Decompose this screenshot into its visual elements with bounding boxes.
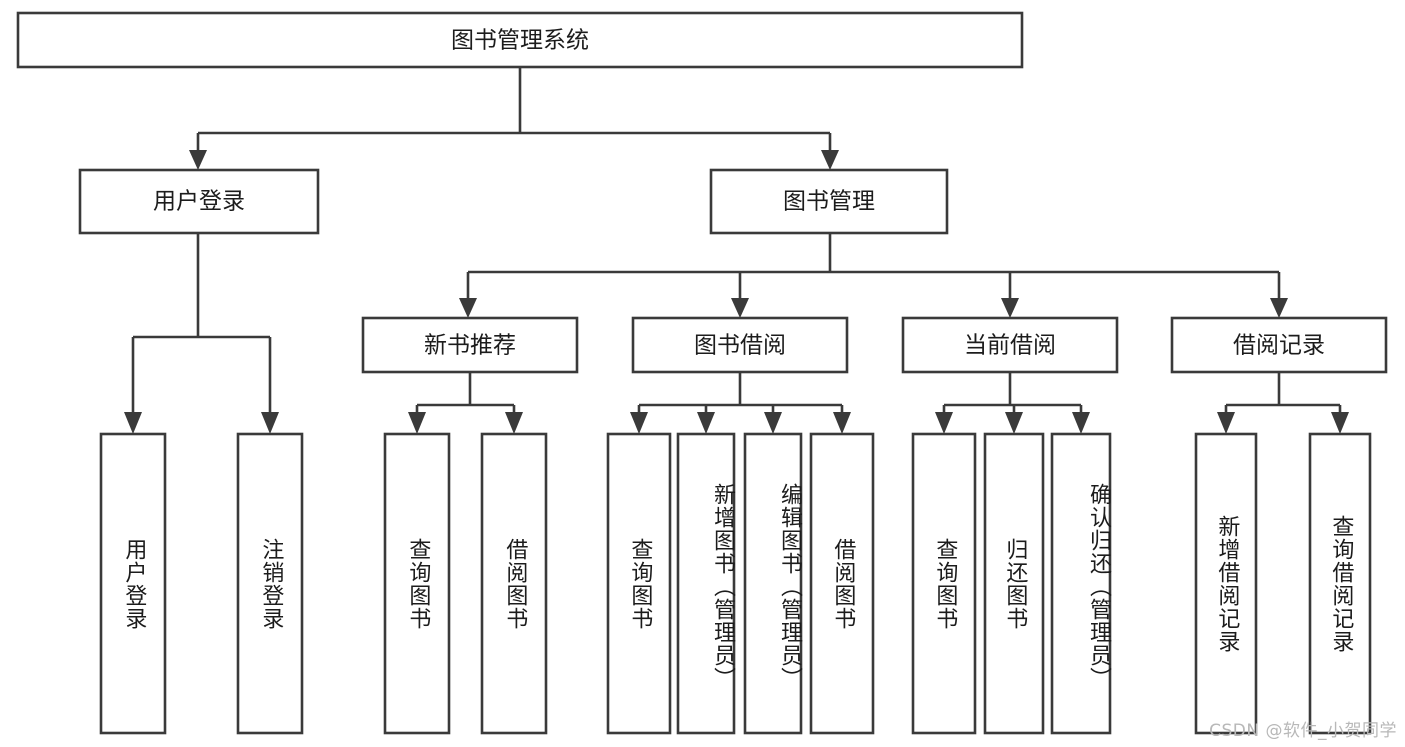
arrow-head-leaf-query-book-2: [630, 412, 648, 434]
node-box-book-manage[interactable]: [709, 168, 949, 235]
arrow-head-leaf-user-logout: [261, 412, 279, 434]
node-box-borrow-record[interactable]: [1170, 316, 1388, 374]
node-box-new-book-rec[interactable]: [361, 316, 579, 374]
arrow-head-leaf-borrow-book-2: [833, 412, 851, 434]
node-box-leaf-return-book[interactable]: [983, 432, 1045, 735]
arrow-head-current-borrow: [1001, 298, 1019, 318]
node-box-leaf-user-logout[interactable]: [236, 432, 304, 735]
arrow-head-leaf-user-login: [124, 412, 142, 434]
label-current-borrow: 当前借阅: [964, 333, 1056, 359]
arrow-head-leaf-query-record: [1331, 412, 1349, 434]
arrow-head-leaf-return-book: [1005, 412, 1023, 434]
arrow-head-new-book-rec: [459, 298, 477, 318]
arrow-head-user-login: [189, 150, 207, 170]
label-borrow-record: 借阅记录: [1233, 333, 1325, 359]
node-box-leaf-borrow-book-2[interactable]: [809, 432, 875, 735]
node-box-leaf-query-book-1[interactable]: [383, 432, 451, 735]
label-root: 图书管理系统: [451, 28, 589, 54]
node-box-layer: [16, 11, 1388, 735]
horizontal-label-layer: 图书管理系统 用户登录 图书管理 新书推荐 图书借阅 当前借阅 借阅记录: [153, 28, 1325, 359]
node-box-leaf-borrow-book-1[interactable]: [480, 432, 548, 735]
arrow-head-borrow-record: [1270, 298, 1288, 318]
arrow-head-leaf-query-book-3: [935, 412, 953, 434]
node-box-leaf-edit-book[interactable]: [743, 432, 803, 735]
label-book-manage: 图书管理: [783, 189, 875, 215]
arrow-head-leaf-add-record: [1217, 412, 1235, 434]
label-user-login: 用户登录: [153, 189, 245, 215]
csdn-watermark: CSDN @软件_小贺同学: [1209, 721, 1397, 741]
arrow-head-book-manage: [821, 150, 839, 170]
node-box-leaf-query-record[interactable]: [1308, 432, 1372, 735]
arrow-head-leaf-query-book-1: [408, 412, 426, 434]
node-box-current-borrow[interactable]: [901, 316, 1119, 374]
node-box-root[interactable]: [16, 11, 1024, 69]
node-box-user-login[interactable]: [78, 168, 320, 235]
arrow-head-leaf-confirm-return: [1072, 412, 1090, 434]
node-box-leaf-confirm-return[interactable]: [1050, 432, 1112, 735]
node-box-leaf-query-book-3[interactable]: [911, 432, 977, 735]
node-box-leaf-user-login[interactable]: [99, 432, 167, 735]
node-box-leaf-add-book[interactable]: [676, 432, 736, 735]
label-book-borrow: 图书借阅: [694, 333, 786, 359]
arrow-head-book-borrow: [731, 298, 749, 318]
arrow-head-leaf-edit-book: [764, 412, 782, 434]
arrow-head-leaf-borrow-book-1: [505, 412, 523, 434]
node-box-book-borrow[interactable]: [631, 316, 849, 374]
node-box-leaf-query-book-2[interactable]: [606, 432, 672, 735]
node-box-leaf-add-record[interactable]: [1194, 432, 1258, 735]
arrow-head-leaf-add-book: [697, 412, 715, 434]
label-new-book-rec: 新书推荐: [424, 333, 516, 359]
connector-layer: [124, 67, 1349, 434]
